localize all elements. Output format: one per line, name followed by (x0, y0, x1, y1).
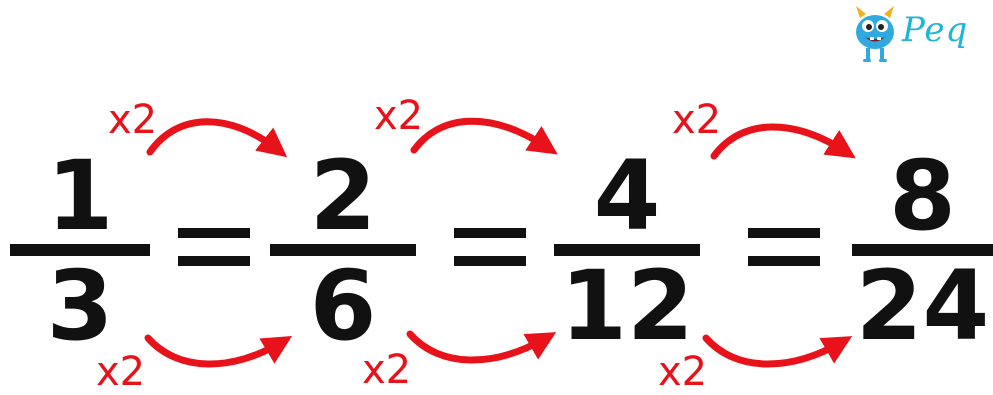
bottom-multiplier-label-2: x2 (362, 347, 412, 393)
fraction-2: 2 6 (270, 140, 416, 354)
denominator: 3 (46, 250, 114, 362)
top-arrow-3 (710, 123, 856, 160)
equals-sign-2 (454, 228, 526, 272)
bottom-arrow-1 (144, 334, 293, 368)
top-multiplier-label-3: x2 (672, 97, 722, 143)
bottom-multiplier-label-3: x2 (658, 349, 708, 395)
bottom-arrow-2 (406, 330, 557, 364)
equals-sign-3 (748, 228, 820, 272)
brand-logo: Peq (850, 4, 993, 66)
fraction-1: 1 3 (10, 140, 150, 354)
top-arrow-2 (410, 117, 558, 155)
fraction-bar (10, 244, 150, 256)
fraction-3: 4 12 (554, 140, 700, 354)
numerator: 2 (309, 140, 377, 252)
numerator: 1 (46, 140, 114, 252)
bottom-arrow-3 (702, 334, 853, 368)
denominator: 24 (855, 250, 990, 362)
denominator: 12 (560, 250, 694, 362)
top-multiplier-label-2: x2 (374, 93, 424, 139)
brand-name: Peq (902, 10, 969, 50)
top-multiplier-label-1: x2 (108, 97, 158, 143)
equals-sign-1 (178, 228, 250, 272)
fraction-4: 8 24 (852, 140, 993, 354)
numerator: 8 (889, 140, 956, 252)
denominator: 6 (309, 250, 377, 362)
bottom-multiplier-label-1: x2 (96, 349, 146, 395)
fraction-bar (554, 244, 700, 256)
numerator: 4 (593, 140, 661, 252)
top-arrow-1 (146, 118, 288, 158)
fraction-bar (270, 244, 416, 256)
fraction-bar (852, 244, 993, 256)
monster-mascot-icon (856, 6, 894, 62)
